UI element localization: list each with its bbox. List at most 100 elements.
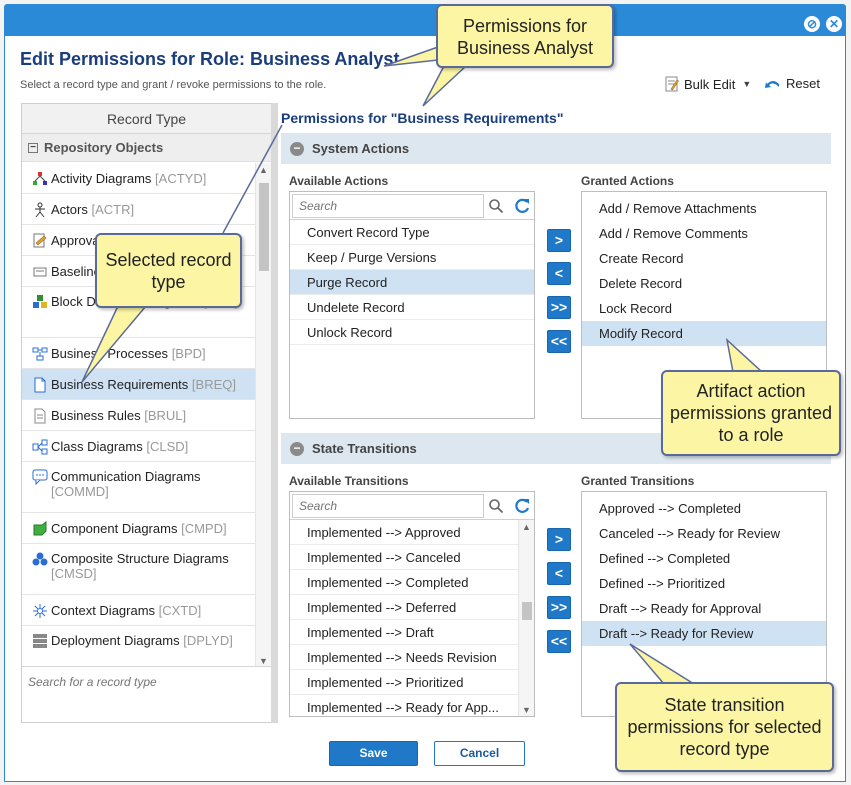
granted-transition-item[interactable]: Draft --> Ready for Review (582, 621, 826, 646)
revoke-transition-button[interactable]: < (547, 562, 571, 585)
scrollbar-thumb[interactable] (259, 183, 269, 271)
granted-action-item[interactable]: Lock Record (599, 301, 672, 316)
revoke-all-button[interactable]: << (547, 330, 571, 353)
refresh-icon[interactable] (513, 497, 531, 515)
grant-all-button[interactable]: >> (547, 296, 571, 319)
available-transition-item[interactable]: Implemented --> Completed (290, 570, 518, 595)
bulk-edit-button[interactable]: Bulk Edit ▼ (665, 76, 751, 92)
system-actions-section[interactable]: − System Actions (281, 133, 831, 164)
record-type-name: Deployment Diagrams (51, 633, 180, 648)
record-type-name: Approvals (51, 232, 109, 248)
granted-transition-item[interactable]: Approved --> Completed (599, 501, 741, 516)
scrollbar-thumb[interactable] (522, 602, 532, 620)
record-type-name: Business Processes (51, 345, 169, 361)
available-action-item[interactable]: Convert Record Type (290, 220, 534, 245)
record-type-code: [CMPD] (181, 520, 227, 536)
communication-icon (32, 469, 48, 486)
reset-button[interactable]: Reset (765, 76, 820, 91)
record-type-item[interactable]: Composite Structure Diagrams [CMSD] (22, 544, 256, 595)
available-action-item[interactable]: Purge Record (290, 270, 534, 295)
record-type-name: Communication Diagrams (51, 469, 201, 484)
record-type-item[interactable]: Deployment Diagrams [DPLYD] (22, 626, 256, 668)
granted-action-item[interactable]: Modify Record (582, 321, 826, 346)
close-icon[interactable]: ✕ (826, 16, 842, 32)
record-type-name: Activity Diagrams (51, 170, 152, 186)
record-type-item[interactable]: Component Diagrams [CMPD] (22, 513, 256, 544)
available-transition-item[interactable]: Implemented --> Prioritized (290, 670, 518, 695)
record-type-item[interactable]: Business Requirements [BREQ] (22, 369, 256, 400)
granted-transition-item[interactable]: Draft --> Ready for Approval (599, 601, 762, 616)
granted-action-item[interactable]: Create Record (599, 251, 684, 266)
scroll-up-icon[interactable]: ▲ (259, 165, 268, 175)
component-icon (32, 520, 48, 536)
record-type-code: [ACTYD] (155, 170, 207, 186)
available-action-item[interactable]: Keep / Purge Versions (290, 245, 534, 270)
available-actions-search-input[interactable] (292, 194, 484, 218)
grant-selected-button[interactable]: > (547, 229, 571, 252)
group-label: Repository Objects (44, 140, 164, 155)
activity-diagram-icon (32, 171, 48, 186)
record-type-name: Component Diagrams (51, 520, 178, 536)
record-type-item[interactable]: Communication Diagrams [COMMD] (22, 462, 256, 513)
grant-transition-button[interactable]: > (547, 528, 571, 551)
record-type-item[interactable]: Actors [ACTR] (22, 194, 256, 225)
record-type-item[interactable]: Class Diagrams [CLSD] (22, 431, 256, 462)
record-type-search-input[interactable] (26, 669, 266, 695)
available-transitions-search-input[interactable] (292, 494, 484, 518)
available-transition-item[interactable]: Implemented --> Approved (290, 520, 518, 545)
collapse-section-icon[interactable]: − (290, 441, 304, 456)
available-transition-item[interactable]: Implemented --> Draft (290, 620, 518, 645)
granted-action-item[interactable]: Delete Record (599, 276, 683, 291)
record-type-code: [BPD] (171, 345, 206, 361)
refresh-icon[interactable] (513, 197, 531, 215)
available-actions-label: Available Actions (289, 174, 389, 188)
available-transitions-search (290, 492, 534, 520)
repository-objects-group[interactable]: − Repository Objects (22, 134, 271, 162)
minimize-icon[interactable]: ⊘ (804, 16, 820, 32)
undo-icon (765, 80, 779, 88)
available-transition-item[interactable]: Implemented --> Deferred (290, 595, 518, 620)
revoke-selected-button[interactable]: < (547, 262, 571, 285)
bulk-edit-icon (665, 76, 679, 92)
search-icon[interactable] (488, 498, 504, 514)
granted-transition-item[interactable]: Canceled --> Ready for Review (599, 526, 780, 541)
available-action-item[interactable]: Undelete Record (290, 295, 534, 320)
granted-transition-item[interactable]: Defined --> Prioritized (599, 576, 726, 591)
transitions-scrollbar[interactable]: ▲ ▼ (518, 520, 534, 716)
record-type-code: [DPLYD] (183, 633, 233, 648)
granted-transition-item[interactable]: Defined --> Completed (599, 551, 731, 566)
system-actions-label: System Actions (312, 141, 410, 156)
record-type-header: Record Type (22, 104, 271, 134)
record-type-item[interactable]: Context Diagrams [CXTD] (22, 595, 256, 626)
window-title-bar: ⊘ ✕ (4, 4, 846, 40)
available-transition-item[interactable]: Implemented --> Ready for App... (290, 695, 518, 716)
scroll-down-icon[interactable]: ▼ (259, 656, 268, 666)
record-type-item[interactable]: Activity Diagrams [ACTYD] (22, 163, 256, 194)
cancel-button[interactable]: Cancel (434, 741, 525, 766)
grant-all-transitions-button[interactable]: >> (547, 596, 571, 619)
panel-splitter[interactable] (271, 103, 278, 723)
search-icon[interactable] (488, 198, 504, 214)
granted-action-item[interactable]: Add / Remove Comments (599, 226, 748, 241)
callout-state-transitions: State transition permissions for selecte… (615, 682, 834, 772)
granted-action-item[interactable]: Add / Remove Attachments (599, 201, 757, 216)
collapse-section-icon[interactable]: − (290, 141, 304, 156)
composite-icon (32, 551, 48, 566)
available-action-item[interactable]: Unlock Record (290, 320, 534, 345)
available-transition-item[interactable]: Implemented --> Needs Revision (290, 645, 518, 670)
collapse-icon[interactable]: − (28, 142, 38, 153)
save-button[interactable]: Save (329, 741, 418, 766)
scroll-down-icon[interactable]: ▼ (522, 705, 531, 715)
record-type-item[interactable]: Business Rules [BRUL] (22, 400, 256, 431)
record-type-scrollbar[interactable]: ▲ ▼ (255, 163, 271, 668)
block-diagram-icon (32, 294, 48, 309)
actor-icon (32, 202, 48, 217)
class-diagram-icon (32, 439, 48, 454)
scroll-up-icon[interactable]: ▲ (522, 522, 531, 532)
available-transition-item[interactable]: Implemented --> Canceled (290, 545, 518, 570)
record-type-item[interactable]: Business Processes [BPD] (22, 338, 256, 369)
revoke-all-transitions-button[interactable]: << (547, 630, 571, 653)
